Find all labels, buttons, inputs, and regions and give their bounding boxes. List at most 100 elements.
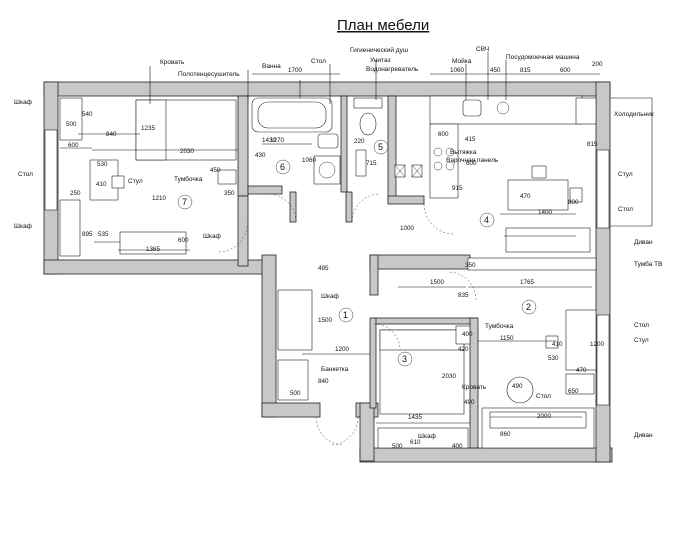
chair-room2-b <box>565 373 595 395</box>
dimension-value: 470 <box>520 193 531 200</box>
dimension-value: 535 <box>98 231 109 238</box>
label-unitaz: Унитаз <box>370 57 391 64</box>
fridge <box>575 97 597 125</box>
dimension-value: 1500 <box>318 317 333 324</box>
window-right-upper <box>596 149 610 229</box>
room-number-2: 2 <box>526 302 531 312</box>
room-number-circle <box>397 351 413 367</box>
wall-corridor-left <box>261 254 277 418</box>
doors <box>217 193 477 446</box>
label-stul-room2: Стул <box>634 337 649 344</box>
dimension-value: 1200 <box>335 346 350 353</box>
kitchen-counter <box>429 95 583 125</box>
dimension-value: 1430 <box>262 137 277 144</box>
label-svch: СВЧ <box>476 46 489 53</box>
room-number-circle <box>373 139 389 155</box>
window-right-lower <box>596 314 610 406</box>
water-heater <box>353 97 383 109</box>
furniture <box>59 95 597 449</box>
wall-room3-top <box>371 317 477 325</box>
label-holodilnik: Холодильник <box>614 111 654 118</box>
dimension-value: 600 <box>560 67 571 74</box>
wall-toilet-bottom-stub <box>345 191 353 223</box>
chair-room2 <box>545 335 559 349</box>
dimension-value: 200 <box>592 61 603 68</box>
dimension-value: 835 <box>458 292 469 299</box>
dimension-value: 450 <box>210 167 221 174</box>
dimension-value: 410 <box>96 181 107 188</box>
label-stol-left: Стол <box>18 171 33 178</box>
label-polotencesushitel: Полотенцесушитель <box>178 71 240 78</box>
wardrobe-room7-bottom <box>119 231 187 255</box>
wall-bath-bottom-left <box>247 185 283 195</box>
dimension-value: 540 <box>82 111 93 118</box>
wardrobe-top-left <box>59 97 83 141</box>
dimension-value: 500 <box>66 121 77 128</box>
label-banketka: Банкетка <box>321 366 349 373</box>
kitchen-table <box>507 179 569 211</box>
label-tumba-tv: Тумба ТВ <box>634 260 662 268</box>
stove-burner-1 <box>433 147 443 157</box>
wall-room3-left <box>369 317 377 409</box>
dimension-lines <box>60 52 653 424</box>
dimension-value: 600 <box>438 131 449 138</box>
dimension-value: 350 <box>465 262 476 269</box>
label-divan-kitchen: Диван <box>634 239 653 246</box>
dimension-value: 815 <box>587 141 598 148</box>
callout-labels: ШкафКроватьПолотенцесушительВаннаСтолГиг… <box>14 46 662 440</box>
room-number-6: 6 <box>280 162 285 172</box>
label-shkaf-top-left: Шкаф <box>14 99 33 106</box>
label-shkaf-room3: Шкаф <box>418 433 437 440</box>
dimension-value: 840 <box>318 378 329 385</box>
label-vodonagrevatel: Водонагреватель <box>366 66 419 73</box>
room-number-circle <box>338 307 354 323</box>
walls <box>43 81 613 463</box>
label-vytyazhka: Вытяжка <box>450 149 477 156</box>
dimension-value: 1270 <box>270 137 285 144</box>
wall-corridor-bottom <box>261 402 321 418</box>
room-number-circle <box>521 299 537 315</box>
label-tumbochka-room3: Тумбочка <box>485 322 514 330</box>
dimension-value: 650 <box>568 388 579 395</box>
wall-top <box>43 81 611 97</box>
dimension-value: 1500 <box>430 279 445 286</box>
stove-burner-3 <box>433 161 443 171</box>
label-krovat-top: Кровать <box>160 59 185 66</box>
dimension-value: 2030 <box>442 373 457 380</box>
kitchen-sink <box>462 99 482 117</box>
microwave-mark <box>496 101 510 115</box>
label-vanna: Ванна <box>262 63 281 70</box>
dimension-value: 250 <box>70 190 81 197</box>
stove-burner-4 <box>445 161 455 171</box>
wall-room7-right <box>237 195 249 267</box>
wall-bath-bottom-stub <box>289 191 297 223</box>
room-number-7: 7 <box>182 197 187 207</box>
dimension-value: 1060 <box>302 157 317 164</box>
dimension-value: 1435 <box>408 414 423 421</box>
nightstand-room7 <box>217 169 237 185</box>
label-stol-round: Стол <box>536 393 551 400</box>
room-number-circle <box>177 194 193 210</box>
bed-room3-pillow <box>379 329 465 351</box>
label-krovat-room3: Кровать <box>462 384 487 391</box>
washing-machine <box>313 155 341 185</box>
hygienic-shower <box>355 149 367 177</box>
toilet-bowl <box>359 112 377 136</box>
chair-room7 <box>111 175 125 189</box>
dimension-value: 1150 <box>500 335 514 342</box>
bench-corridor <box>277 359 309 401</box>
dimension-value: 500 <box>290 390 301 397</box>
dimension-value: 430 <box>255 152 266 159</box>
dimension-value: 800 <box>568 199 579 206</box>
room-number-5: 5 <box>378 142 383 152</box>
kitchen-chair-2 <box>569 187 583 203</box>
kitchen-sofa <box>505 227 591 253</box>
dimension-value: 1700 <box>288 67 303 74</box>
wardrobe-left-lower <box>59 199 81 257</box>
dimension-value: 1000 <box>400 225 415 232</box>
label-stol-room2: Стол <box>634 322 649 329</box>
dimension-value: 915 <box>452 185 463 192</box>
